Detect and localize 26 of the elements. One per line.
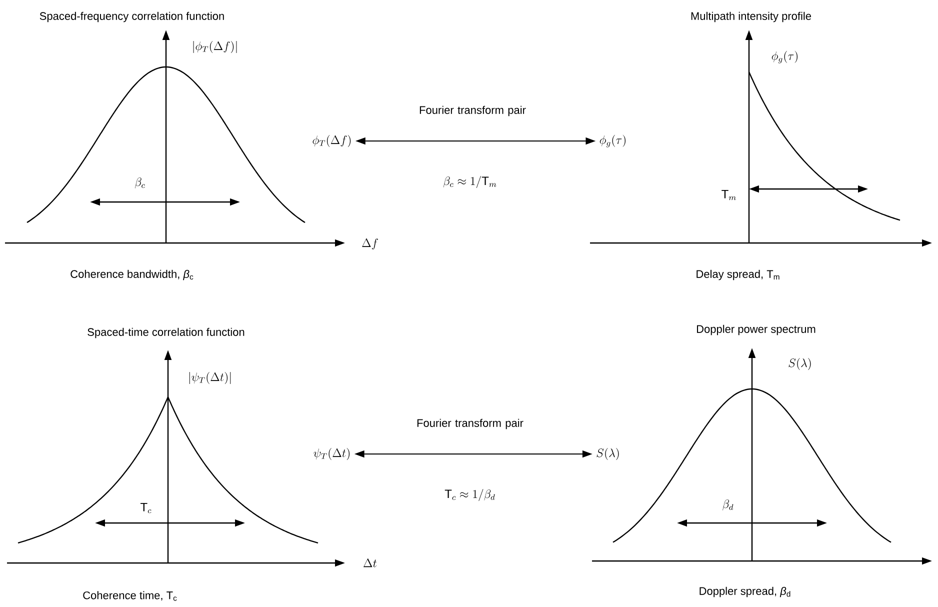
- width-label: $\beta_c$: [134, 178, 145, 188]
- axis-label: $\phi_g(\tau)$: [772, 50, 798, 64]
- plot-title: Spaced-frequency correlation function: [40, 12, 224, 22]
- function-label: $\phi_T(\Delta f)$: [312, 135, 351, 147]
- plot-title: Multipath intensity profile: [691, 12, 812, 22]
- width-label: $\mathrm{T}_c$: [140, 502, 152, 514]
- plot-title: Doppler power spectrum: [697, 324, 816, 336]
- edge-label: Fourier transform pair: [416, 104, 528, 118]
- axis-caption: Coherence bandwidth, β$_{c}$: [70, 270, 194, 280]
- axis-label: $\Delta f$: [362, 238, 378, 250]
- axis-label: $\Delta t$: [364, 558, 377, 568]
- edge-label: Fourier transform pair: [414, 418, 526, 430]
- relation-formula: $\beta_c \approx 1/\mathrm{T}_m$: [443, 176, 496, 188]
- function-label: $\psi_T(\Delta t)$: [314, 448, 350, 460]
- function-label: $\phi_g(\tau)$: [600, 134, 626, 148]
- axis-label: $S(\lambda)$: [788, 358, 811, 370]
- plot-title: Spaced-time correlation function: [88, 328, 244, 338]
- axis-caption: Coherence time, T$_{c}$: [83, 591, 177, 601]
- axis-caption: Delay spread, T$_{m}$: [696, 270, 780, 280]
- function-label: $S(\lambda)$: [596, 448, 619, 460]
- axis-label: $|\psi_T(\Delta t)|$: [189, 372, 231, 384]
- axis-label: $|\phi_T(\Delta f)|$: [193, 41, 237, 53]
- width-label: $\mathrm{T}_m$: [722, 190, 736, 200]
- width-label: $\beta_d$: [722, 500, 734, 510]
- axis-caption: Doppler spread, β$_{d}$: [700, 586, 790, 598]
- relation-formula: $\mathrm{T}_c \approx 1/\beta_d$: [444, 489, 495, 501]
